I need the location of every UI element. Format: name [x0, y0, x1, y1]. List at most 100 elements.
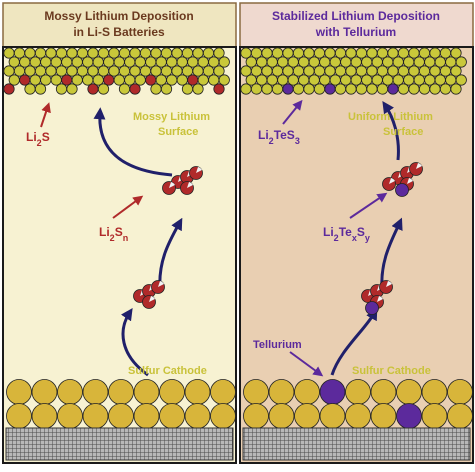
right-tellurium-label: Tellurium: [253, 339, 302, 351]
tellurium-atom: [324, 83, 336, 95]
sulfur-atom: [447, 379, 473, 405]
sulfur-atom: [108, 379, 134, 405]
sulfur-atom: [447, 403, 473, 429]
left-arrow-1: [121, 308, 149, 377]
right-sulfur-cathode: [243, 379, 473, 429]
lithium-atom: [118, 83, 131, 95]
lithium-wedge: [149, 296, 155, 302]
lithium-atom: [303, 83, 315, 95]
lithium-atom: [397, 83, 410, 95]
tellurium-atom: [365, 301, 379, 315]
lithium-atom: [429, 83, 441, 95]
right-lithium-anode: [240, 47, 467, 95]
sulfur-atom: [82, 379, 109, 405]
lithium-wedge: [158, 281, 164, 287]
sulfur-atom: [345, 379, 371, 405]
sulfur-atom: [210, 403, 236, 429]
li2s-atom: [129, 83, 141, 95]
right-surface-label-line1: Uniform Lithium: [348, 111, 433, 123]
left-li2sn-label: Li2Sn: [99, 225, 128, 243]
lithium-atom: [250, 83, 263, 95]
sulfur-atom: [159, 379, 185, 405]
sulfur-atom: [184, 403, 211, 429]
left-current-collector: [5, 427, 234, 461]
sulfur-atom: [82, 403, 109, 429]
lithium-wedge: [416, 163, 422, 169]
left-li2sn-pointer: [112, 195, 144, 219]
lithium-atom: [218, 56, 230, 68]
lithium-atom: [213, 65, 225, 77]
lithium-atom: [313, 83, 326, 95]
lithium-wedge: [169, 182, 175, 188]
tellurium-atom: [282, 83, 294, 95]
sulfur-atom: [319, 403, 346, 429]
sulfur-atom: [370, 379, 397, 405]
left-arrow-3: [93, 107, 173, 177]
sulfur-atom: [294, 403, 320, 429]
left-sulfur-cathode: [6, 379, 236, 429]
lithium-atom: [160, 83, 173, 95]
sulfur-atom: [57, 403, 83, 429]
lithium-atom: [408, 83, 420, 95]
left-surface-label-line1: Mossy Lithium: [133, 111, 210, 123]
sulfur-atom: [421, 379, 448, 405]
lithium-atom: [450, 65, 462, 77]
sulfur-atom: [31, 403, 58, 429]
li2s-atom: [87, 83, 99, 95]
sulfur-atom: [243, 379, 269, 405]
lithium-atom: [450, 47, 462, 59]
right-surface-label-line2: Surface: [383, 126, 423, 138]
left-cathode-label: Sulfur Cathode: [128, 365, 207, 377]
left-title-line2: in Li-S Batteries: [73, 25, 165, 39]
sulfur-atom: [345, 403, 371, 429]
right-tellurosulfide-clusters: [361, 162, 423, 315]
lithium-wedge: [407, 178, 413, 184]
tellurium-atom: [395, 183, 409, 197]
sulfur-atom: [421, 403, 448, 429]
sulfur-atom: [268, 403, 295, 429]
left-lithium-anode: [3, 47, 230, 95]
right-title-line2: with Tellurium: [315, 25, 396, 39]
right-current-collector: [242, 427, 471, 461]
sulfur-atom: [133, 379, 160, 405]
right-panel: Stabilized Lithium Deposition with Tellu…: [239, 2, 474, 464]
sulfur-atom: [396, 379, 422, 405]
sulfur-atom: [184, 379, 211, 405]
tellurium-atom: [396, 403, 422, 429]
right-arrow-3: [382, 101, 400, 161]
lithium-atom: [271, 83, 284, 95]
lithium-atom: [34, 83, 47, 95]
li2s-atom: [213, 83, 225, 95]
lithium-atom: [418, 83, 431, 95]
left-li2s-label: Li2S: [26, 130, 50, 148]
lithium-atom: [240, 83, 252, 95]
left-li2s-pointer: [40, 102, 51, 128]
right-li2texsy-pointer: [349, 192, 388, 219]
lithium-atom: [218, 74, 230, 86]
left-panel: Mossy Lithium Deposition in Li-S Batteri…: [2, 2, 237, 464]
sulfur-atom: [108, 403, 134, 429]
sulfur-atom: [268, 379, 295, 405]
lithium-atom: [366, 83, 378, 95]
lithium-wedge: [196, 167, 202, 173]
lithium-atom: [97, 83, 110, 95]
left-surface-label-line2: Surface: [158, 126, 198, 138]
lithium-wedge: [377, 296, 383, 302]
lithium-wedge: [187, 182, 193, 188]
sulfur-atom: [243, 403, 269, 429]
lithium-atom: [439, 83, 452, 95]
left-polysulfide-clusters: [133, 166, 203, 309]
lithium-atom: [24, 83, 36, 95]
lithium-wedge: [386, 281, 392, 287]
tellurium-atom: [387, 83, 399, 95]
li2s-atom: [3, 83, 15, 95]
lithium-atom: [66, 83, 78, 95]
right-li2tes3-label: Li2TeS3: [258, 128, 300, 146]
lithium-atom: [455, 74, 467, 86]
left-title-box: [2, 2, 237, 48]
lithium-atom: [213, 47, 225, 59]
sulfur-atom: [57, 379, 83, 405]
sulfur-atom: [210, 379, 236, 405]
sulfur-atom: [31, 379, 58, 405]
